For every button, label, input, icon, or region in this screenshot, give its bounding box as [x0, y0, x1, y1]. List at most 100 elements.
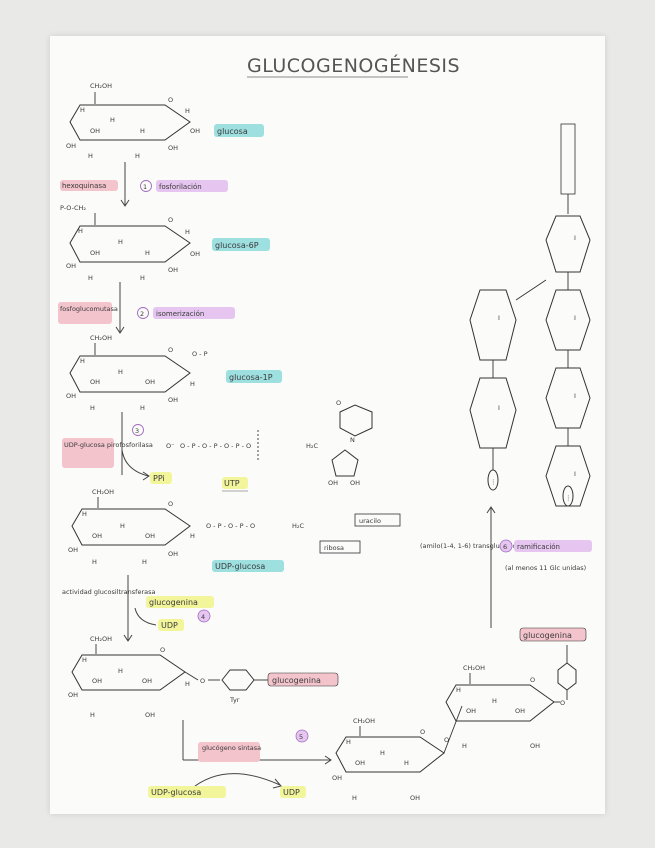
glucogenina-disaccharide-label: glucogenina [523, 631, 572, 640]
svg-text:H: H [492, 697, 497, 705]
step3-number: 3 [135, 427, 139, 435]
svg-text:O: O [160, 646, 165, 654]
udp-step5-label: UDP [283, 788, 300, 797]
svg-text:O: O [444, 736, 449, 744]
glucose-1p-molecule: CH₂OH O O - P H OH H OH H OH H H OH [66, 334, 208, 412]
step4-number: 4 [201, 613, 205, 621]
isomerizacion-label: isomerización [156, 310, 204, 318]
svg-text:CH₂OH: CH₂OH [353, 717, 375, 725]
glucogenina-step4-label: glucogenina [149, 598, 198, 607]
step2-number: 2 [140, 310, 144, 318]
svg-text:OH: OH [410, 794, 420, 802]
highlight-pink [60, 180, 118, 191]
svg-text:OH: OH [90, 378, 100, 386]
svg-text:H: H [90, 711, 95, 719]
svg-text:H: H [185, 680, 190, 688]
svg-text:OH: OH [68, 546, 78, 554]
page-title: GLUCOGENOGÉNESIS [247, 54, 460, 77]
svg-text:OH: OH [515, 707, 525, 715]
ribosa-label: ribosa [324, 544, 344, 552]
svg-text:H: H [142, 558, 147, 566]
svg-text:H: H [80, 106, 85, 114]
svg-text:N: N [350, 436, 355, 444]
svg-text:H: H [118, 368, 123, 376]
svg-text:OH: OH [466, 707, 476, 715]
svg-text:H: H [135, 152, 140, 160]
svg-text:H: H [82, 656, 87, 664]
svg-text:OH: OH [350, 479, 360, 487]
svg-text:O⁻: O⁻ [166, 442, 175, 450]
svg-text:OH: OH [92, 532, 102, 540]
svg-text:O: O [168, 346, 173, 354]
fosfoglucomutasa-label: fosfoglucomutasa [60, 305, 118, 313]
svg-text:H: H [110, 116, 115, 124]
svg-text:OH: OH [66, 262, 76, 270]
ring-o: O [168, 96, 173, 104]
svg-text:OH: OH [328, 479, 338, 487]
svg-text:H: H [78, 227, 83, 235]
svg-text:H: H [88, 152, 93, 160]
glucogeno-sintasa-label: glucógeno sintasa [202, 744, 261, 752]
svg-text:OH: OH [90, 127, 100, 135]
utp-molecule: O⁻ O - P - O - P - O - P - O H₂C O N OH … [166, 399, 373, 487]
svg-text:CH₂OH: CH₂OH [90, 334, 112, 342]
svg-text:O - P - O - P - O: O - P - O - P - O [206, 522, 255, 530]
svg-text:H: H [118, 238, 123, 246]
svg-text:O: O [420, 728, 425, 736]
svg-text:OH: OH [355, 759, 365, 767]
svg-text:H: H [118, 667, 123, 675]
fosforilacion-label: fosforilación [159, 183, 202, 191]
svg-text:H: H [190, 380, 195, 388]
udp-glucosa-pirofosforilasa-label: UDP-glucosa pirofosforilasa [64, 441, 153, 449]
glc-unidas-note: (al menos 11 Glc unidas) [505, 564, 586, 572]
svg-text:OH: OH [66, 142, 76, 150]
svg-text:H: H [140, 274, 145, 282]
disaccharide-molecule: CH₂OH O H OH H H OH H OH O CH₂OH O H OH … [332, 645, 577, 802]
ramificacion-label: ramificación [517, 543, 560, 551]
svg-text:H: H [380, 749, 385, 757]
svg-text:OH: OH [190, 250, 200, 258]
svg-text:OH: OH [168, 266, 178, 274]
highlight-blue [214, 124, 264, 137]
glucosa-6p-label: glucosa-6P [215, 241, 259, 250]
svg-text:OH: OH [142, 677, 152, 685]
svg-text:I: I [574, 234, 576, 242]
svg-text:O: O [530, 676, 535, 684]
glucose-tyr-molecule: CH₂OH O H OH H OH H OH H OH O Tyr [68, 635, 268, 719]
highlight-purple [156, 180, 228, 192]
svg-text:CH₂OH: CH₂OH [463, 664, 485, 672]
svg-text:OH: OH [145, 378, 155, 386]
svg-text:P-O-CH₂: P-O-CH₂ [60, 204, 86, 212]
svg-text:OH: OH [190, 127, 200, 135]
svg-text:OH: OH [68, 691, 78, 699]
svg-text:H: H [88, 274, 93, 282]
svg-text:H: H [140, 404, 145, 412]
glucosiltransferasa-label: actividad glucosiltransferasa [62, 588, 156, 596]
svg-text:O: O [168, 500, 173, 508]
svg-text:H: H [404, 759, 409, 767]
step5-number: 5 [299, 733, 303, 741]
svg-text:OH: OH [145, 711, 155, 719]
svg-text:⋮: ⋮ [490, 478, 497, 486]
svg-text:H: H [145, 249, 150, 257]
svg-text:⋮: ⋮ [565, 494, 572, 502]
svg-text:O - P: O - P [192, 350, 208, 358]
branched-glycogen [469, 123, 591, 507]
svg-text:O: O [560, 699, 565, 707]
svg-text:CH₂OH: CH₂OH [90, 635, 112, 643]
glucosa-1p-label: glucosa-1P [229, 373, 273, 382]
svg-text:O - P - O - P - O - P - O: O - P - O - P - O - P - O [180, 442, 251, 450]
svg-text:OH: OH [92, 677, 102, 685]
svg-text:H: H [352, 794, 357, 802]
svg-text:H: H [82, 510, 87, 518]
svg-text:OH: OH [90, 249, 100, 257]
svg-text:H: H [456, 686, 461, 694]
svg-text:CH₂OH: CH₂OH [92, 488, 114, 496]
svg-text:OH: OH [66, 392, 76, 400]
udp-glucosa-product-label: UDP-glucosa [215, 562, 265, 571]
svg-text:I: I [574, 314, 576, 322]
uracilo-label: uracilo [359, 517, 381, 525]
svg-text:I: I [498, 404, 500, 412]
svg-text:H: H [190, 532, 195, 540]
